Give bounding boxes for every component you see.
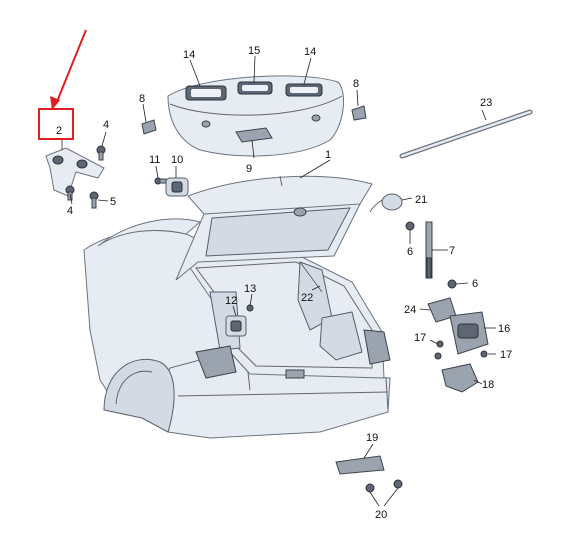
callout-9: 9 — [246, 163, 252, 175]
callout-22: 22 — [301, 292, 313, 304]
buffer-10 — [165, 177, 189, 197]
callout-6-right: 6 — [472, 278, 478, 290]
callout-17-right: 17 — [500, 349, 512, 361]
leader-lines — [61, 55, 496, 507]
gas-strut — [405, 221, 457, 289]
callout-19: 19 — [366, 432, 378, 444]
callout-10: 10 — [171, 154, 183, 166]
striker-plate — [335, 455, 403, 493]
latch-18 — [441, 363, 479, 393]
callout-17-left: 17 — [414, 332, 426, 344]
trim-clips — [141, 105, 367, 135]
callout-8-left: 8 — [139, 93, 145, 105]
highlight-box — [38, 108, 74, 140]
tailgate — [175, 175, 373, 281]
callout-16: 16 — [498, 323, 510, 335]
callout-20: 20 — [375, 509, 387, 521]
callout-13: 13 — [244, 283, 256, 295]
callout-6-top: 6 — [407, 246, 413, 258]
callout-arrowhead — [50, 96, 60, 110]
callout-12: 12 — [225, 295, 237, 307]
screw-11 — [154, 177, 167, 185]
release-switch — [369, 193, 403, 213]
callout-labels: 1 2 4 4 5 6 6 7 8 8 9 10 11 12 13 14 14 … — [56, 45, 512, 521]
weatherstrip — [399, 109, 533, 159]
trunk-trim-panel — [167, 75, 344, 157]
callout-7: 7 — [449, 245, 455, 257]
callout-11: 11 — [149, 154, 160, 166]
callout-4-top: 4 — [103, 119, 109, 131]
callout-5: 5 — [110, 196, 116, 208]
callout-23: 23 — [480, 97, 492, 109]
callout-2: 2 — [56, 125, 62, 137]
callout-15: 15 — [248, 45, 260, 57]
callout-8-right: 8 — [353, 78, 359, 90]
callout-18: 18 — [482, 379, 494, 391]
callout-1: 1 — [325, 149, 331, 161]
callout-14-right: 14 — [304, 46, 316, 58]
car-body — [83, 218, 391, 439]
lock-assembly — [434, 311, 489, 360]
bracket-12 — [225, 304, 254, 337]
callout-14-left: 14 — [183, 49, 195, 61]
callout-24: 24 — [404, 304, 416, 316]
callout-arrow — [55, 29, 87, 105]
callout-21: 21 — [415, 194, 427, 206]
hinge-bracket — [45, 147, 105, 197]
callout-4-bottom: 4 — [67, 205, 73, 217]
